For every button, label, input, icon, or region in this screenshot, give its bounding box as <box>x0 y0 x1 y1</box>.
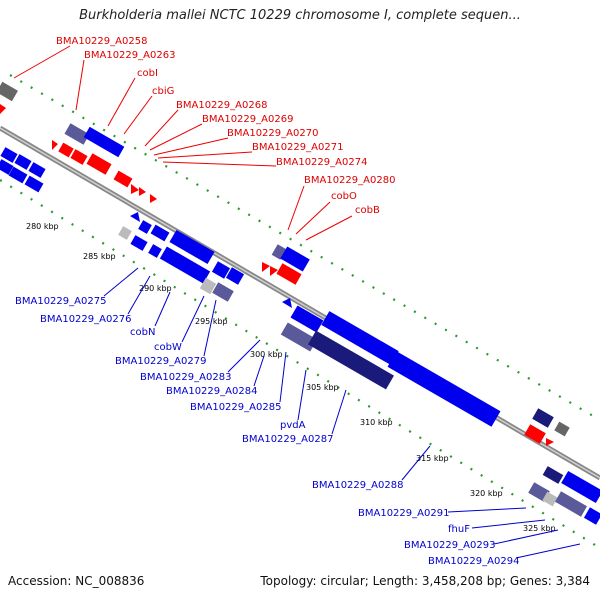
forward-leader-lines <box>13 45 353 241</box>
label-bma10229-a0279[interactable]: BMA10229_A0279 <box>115 356 206 367</box>
genome-backbone <box>0 125 600 481</box>
kbp-320: 320 kbp <box>470 489 503 498</box>
label-bma10229-a0294[interactable]: BMA10229_A0294 <box>428 556 519 567</box>
label-bma10229-a0271[interactable]: BMA10229_A0271 <box>252 142 343 153</box>
topology-info-text: Topology: circular; Length: 3,458,208 bp… <box>260 574 590 588</box>
label-bma10229-a0276[interactable]: BMA10229_A0276 <box>40 314 131 325</box>
label-bma10229-a0283[interactable]: BMA10229_A0283 <box>140 372 231 383</box>
label-pvda[interactable]: pvdA <box>280 420 306 431</box>
middle-tick-track <box>0 179 600 549</box>
kbp-290: 290 kbp <box>139 284 172 293</box>
feature-cluster-a0280[interactable] <box>262 244 310 285</box>
label-bma10229-a0280[interactable]: BMA10229_A0280 <box>304 175 395 186</box>
label-cbig[interactable]: cbiG <box>152 86 174 97</box>
feature-cluster-middle[interactable] <box>118 212 245 302</box>
kbp-325: 325 kbp <box>523 524 556 533</box>
label-bma10229-a0285[interactable]: BMA10229_A0285 <box>190 402 281 413</box>
kbp-285: 285 kbp <box>83 252 116 261</box>
accession-text: Accession: NC_008836 <box>8 574 145 588</box>
feature-cluster-left[interactable] <box>0 147 46 193</box>
kbp-310: 310 kbp <box>360 418 393 427</box>
outer-tick-track <box>9 74 600 421</box>
kbp-280: 280 kbp <box>26 222 59 231</box>
label-bma10229-a0287[interactable]: BMA10229_A0287 <box>242 434 333 445</box>
feature-cluster-top[interactable] <box>52 123 157 203</box>
label-bma10229-a0270[interactable]: BMA10229_A0270 <box>227 128 318 139</box>
kbp-300: 300 kbp <box>250 350 283 359</box>
kbp-315: 315 kbp <box>416 454 449 463</box>
feature-red-left[interactable] <box>0 104 6 114</box>
map-title: Burkholderia mallei NCTC 10229 chromosom… <box>79 8 521 23</box>
label-bma10229-a0288[interactable]: BMA10229_A0288 <box>312 480 403 491</box>
feature-cluster-right[interactable] <box>524 408 600 525</box>
label-bma10229-a0263[interactable]: BMA10229_A0263 <box>84 50 175 61</box>
label-bma10229-a0291[interactable]: BMA10229_A0291 <box>358 508 449 519</box>
forward-labels: BMA10229_A0258 BMA10229_A0263 cobI cbiG … <box>56 36 395 216</box>
label-cobi[interactable]: cobI <box>137 68 158 79</box>
label-bma10229-a0293[interactable]: BMA10229_A0293 <box>404 540 495 551</box>
label-cobo[interactable]: cobO <box>331 191 357 202</box>
label-cobn[interactable]: cobN <box>130 327 155 338</box>
reverse-leader-lines <box>103 267 581 559</box>
label-bma10229-a0268[interactable]: BMA10229_A0268 <box>176 100 267 111</box>
kbp-305: 305 kbp <box>306 383 339 392</box>
label-cobw[interactable]: cobW <box>154 342 182 353</box>
reverse-labels: BMA10229_A0275 BMA10229_A0276 cobN cobW … <box>15 296 519 567</box>
feature-grey[interactable] <box>0 81 18 102</box>
label-bma10229-a0274[interactable]: BMA10229_A0274 <box>276 157 367 168</box>
label-bma10229-a0284[interactable]: BMA10229_A0284 <box>166 386 257 397</box>
label-bma10229-a0275[interactable]: BMA10229_A0275 <box>15 296 106 307</box>
label-fhuf[interactable]: fhuF <box>448 524 470 535</box>
label-bma10229-a0258[interactable]: BMA10229_A0258 <box>56 36 147 47</box>
feature-cluster-long[interactable] <box>280 298 501 427</box>
label-cobb[interactable]: cobB <box>355 205 380 216</box>
label-bma10229-a0269[interactable]: BMA10229_A0269 <box>202 114 293 125</box>
